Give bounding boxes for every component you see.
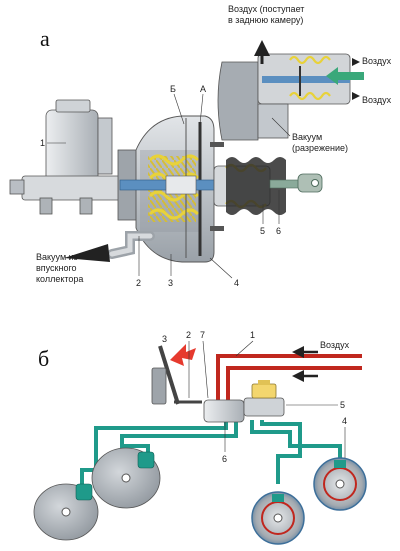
callout-a-6: 6: [276, 226, 281, 236]
callout-b-2: 2: [186, 330, 191, 340]
rear-drum-left: [251, 491, 305, 545]
panel-letter-b: б: [38, 346, 49, 371]
callout-a-3: 3: [168, 278, 173, 288]
front-wheel-right: [91, 447, 161, 509]
label-air-in-bottom: Воздух: [362, 95, 392, 105]
callout-a-2: 2: [136, 278, 141, 288]
air-inflow-arrow-icon: [326, 67, 364, 85]
label-vacuum-2: (разрежение): [292, 143, 348, 153]
label-manifold-1: Вакуум из: [36, 252, 78, 262]
label-air-b: Воздух: [320, 340, 350, 350]
panel-letter-a: а: [40, 26, 50, 51]
callout-b-7: 7: [200, 330, 205, 340]
vacuum-booster: [119, 115, 323, 263]
diagram-a: а: [9, 4, 392, 288]
pedal-push-arrow-icon: [170, 344, 196, 366]
dust-boot: [226, 157, 286, 215]
brake-lines: [80, 420, 342, 490]
booster-assembly: [203, 380, 285, 423]
air-arrow-upper-icon: [292, 346, 304, 358]
vacuum-arrow-icon: [64, 244, 110, 262]
rear-drum-right: [313, 457, 367, 511]
callout-a-4: 4: [234, 278, 239, 288]
callout-a-1: 1: [40, 138, 45, 148]
diagram-b: б Воздух: [33, 330, 367, 545]
label-manifold-3: коллектора: [36, 274, 83, 284]
callout-b-4: 4: [342, 416, 347, 426]
callout-a-5: 5: [260, 226, 265, 236]
callout-b-5: 5: [340, 400, 345, 410]
vacuum-hose: [64, 231, 155, 262]
air-out-arrow-icon: [254, 40, 270, 56]
callout-a-b: Б: [170, 84, 176, 94]
master-cylinder: [9, 99, 139, 221]
valve-detail-inset: [217, 40, 364, 141]
air-arrow-lower-icon: [292, 370, 304, 382]
label-air-in-top: Воздух: [362, 56, 392, 66]
brake-pedal: [151, 344, 202, 405]
label-air-rear-chamber-1: Воздух (поступает: [228, 4, 304, 14]
callout-b-3: 3: [162, 334, 167, 344]
callout-b-1: 1: [250, 330, 255, 340]
callout-b-6: 6: [222, 454, 227, 464]
front-wheel-left: [33, 483, 99, 541]
label-vacuum-1: Вакуум: [292, 132, 322, 142]
label-air-rear-chamber-2: в заднюю камеру): [228, 15, 303, 25]
label-manifold-2: впускного: [36, 263, 77, 273]
callout-a-a: А: [200, 84, 206, 94]
air-supply-lines: [216, 354, 362, 400]
